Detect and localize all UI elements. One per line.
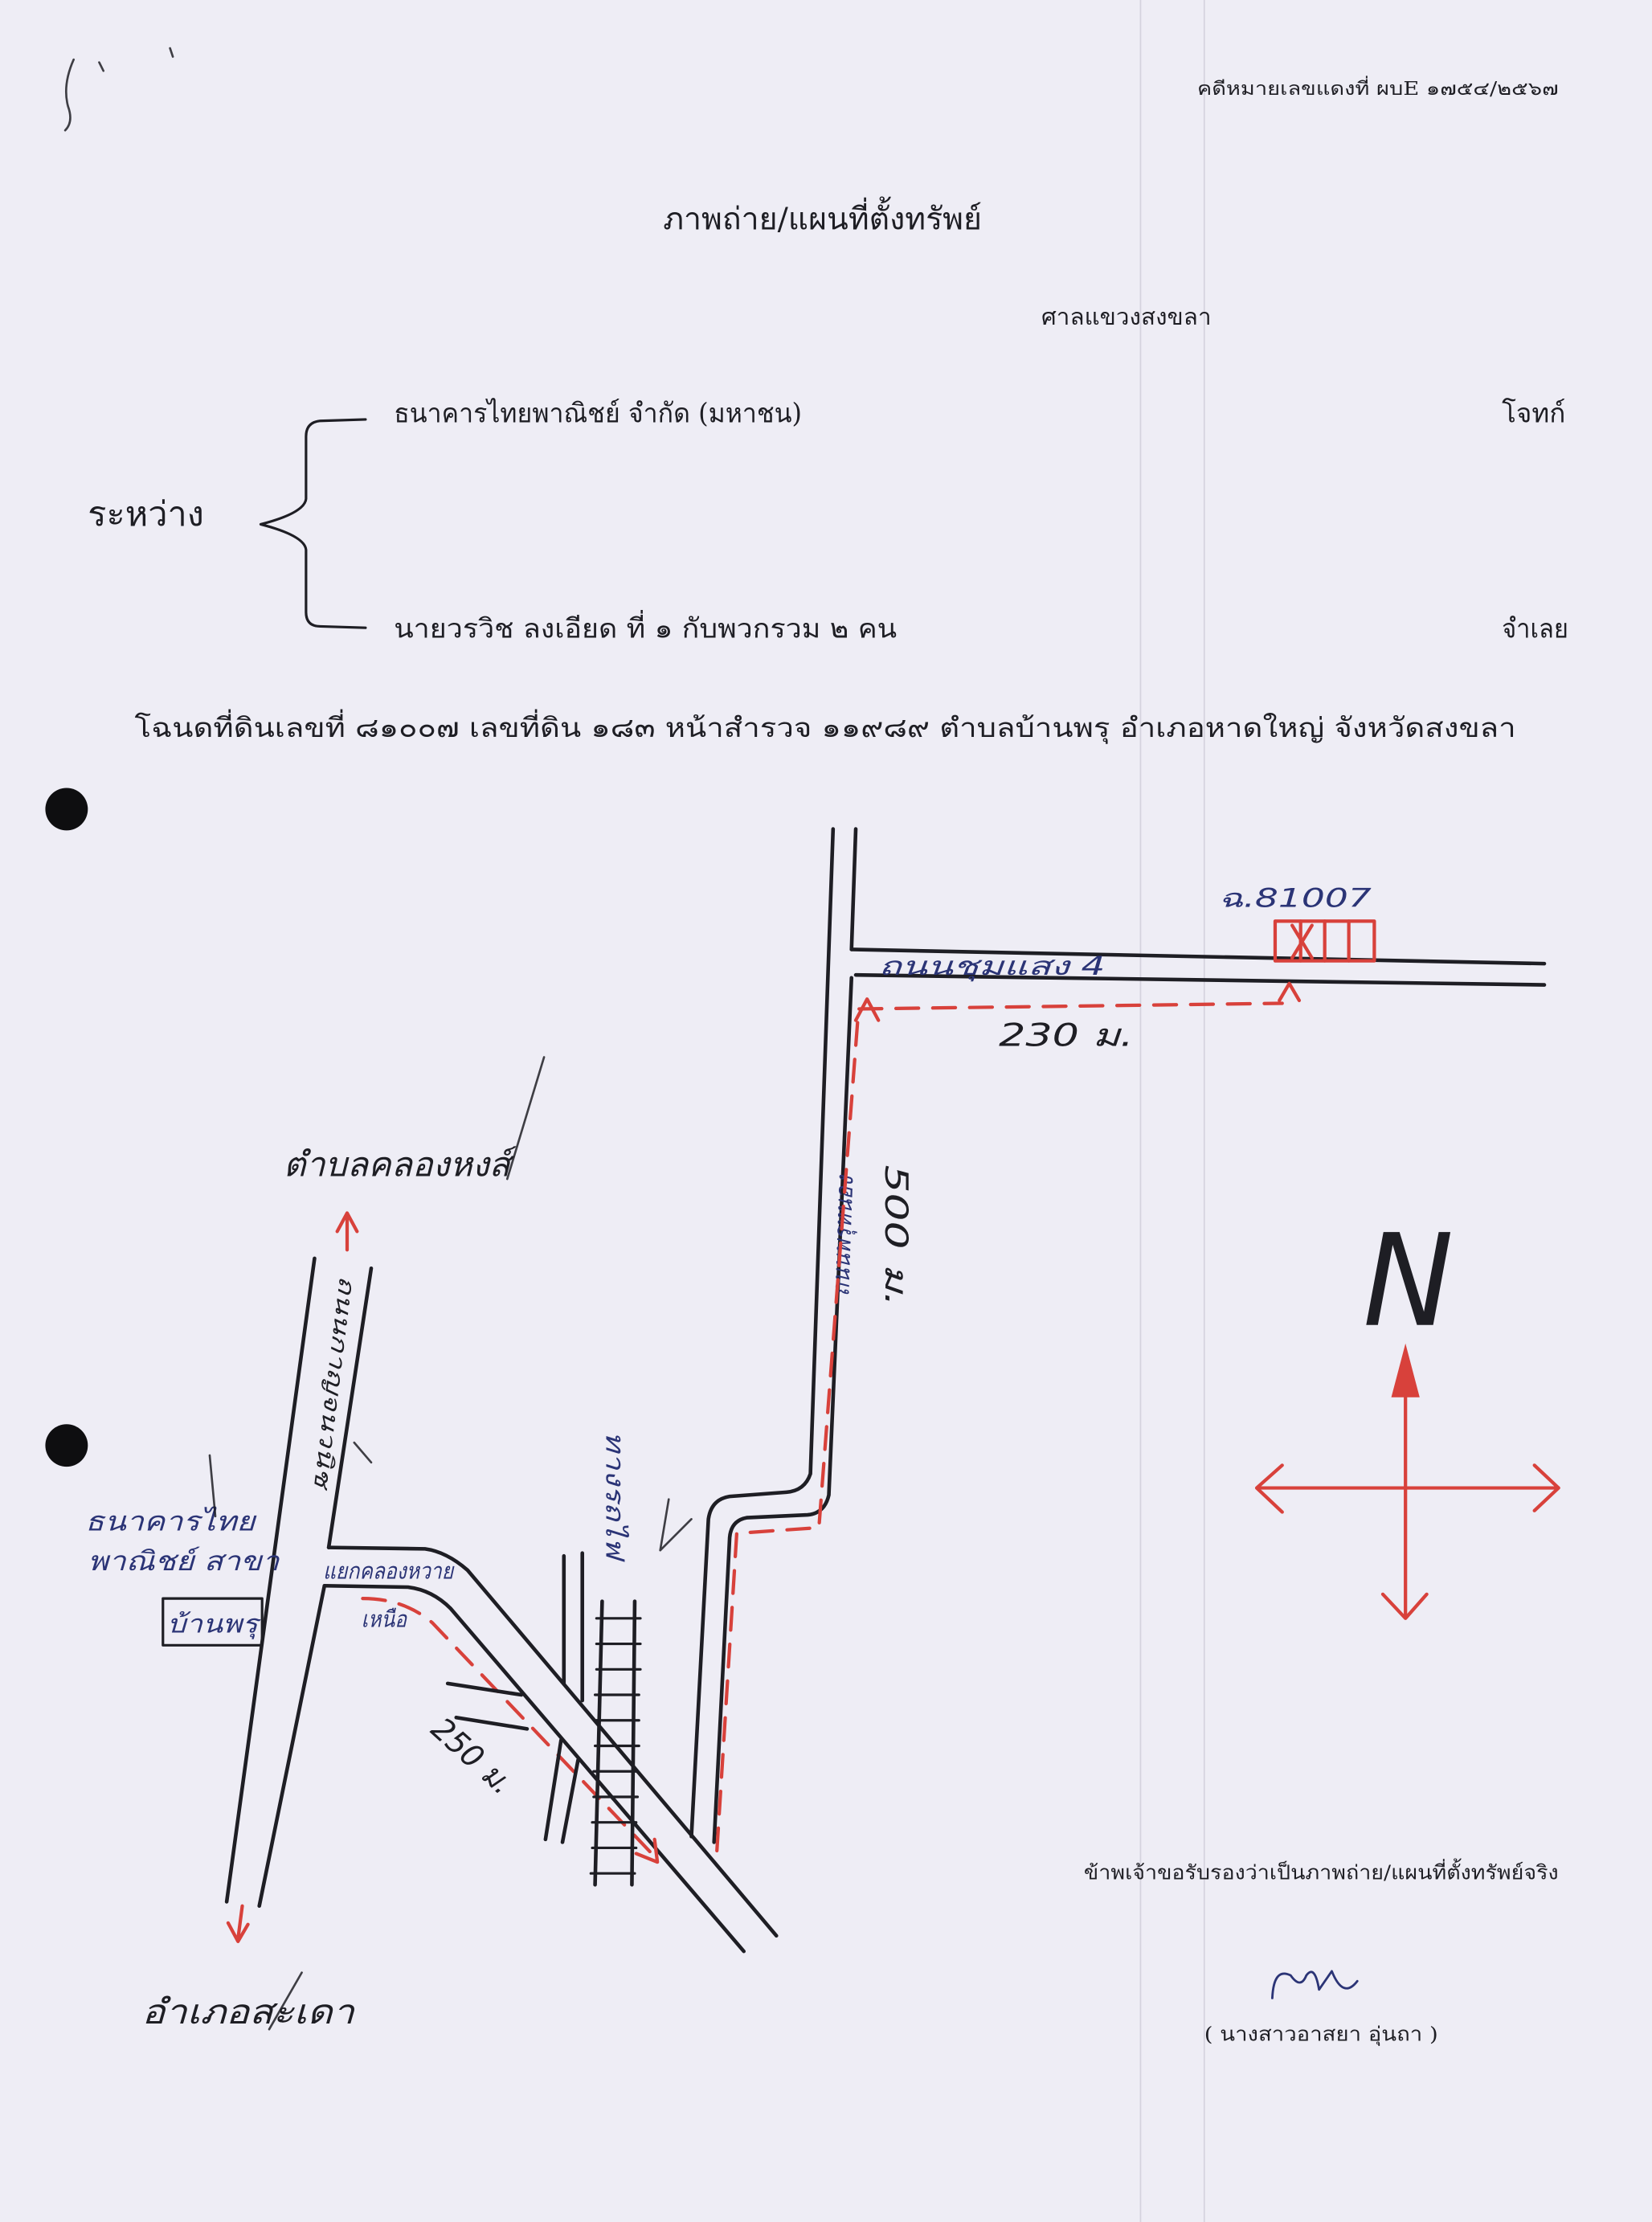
plot-box	[1273, 919, 1376, 963]
side-road-west	[445, 1681, 530, 1731]
railway-track	[589, 1599, 642, 1887]
punch-hole	[45, 788, 88, 831]
north-destination-label: ตำบลคลองหงส์	[284, 1145, 517, 1185]
plaintiff-role: โจทก์	[1502, 397, 1565, 428]
pen-slash	[505, 1056, 546, 1181]
left-road-east-edge	[257, 1266, 374, 1909]
main-road-distance: 500 ม.	[877, 1165, 914, 1307]
parties-brace	[259, 418, 367, 629]
compass-west-arrowhead	[1254, 1463, 1284, 1514]
case-number: คดีหมายเลขแดงที่ ผบE ๑๗๕๔/๒๕๖๗	[1197, 76, 1559, 100]
route-arrow-corner	[853, 997, 881, 1022]
compass-north-label: N	[1363, 1208, 1454, 1356]
bank-building	[162, 1597, 264, 1647]
diagonal-road-north-edge	[326, 1545, 779, 1938]
between-label: ระหว่าง	[88, 494, 204, 534]
bank-label-line-3: บ้านพรุ	[167, 1610, 261, 1639]
diagonal-road-south-edge	[322, 1583, 746, 1954]
plot-label: ฉ.81007	[1218, 885, 1371, 914]
page-title: ภาพถ่าย/แผนที่ตั้งทรัพย์	[663, 197, 982, 238]
route-arrow-diagonal	[634, 1837, 660, 1864]
margin-scribble	[63, 47, 174, 132]
route-arrow-plot	[1278, 981, 1302, 1003]
plot-cross-mark	[1290, 923, 1314, 960]
junction-label-north: เหนือ	[362, 1606, 407, 1632]
south-destination-label: อำเภอสะเดา	[141, 1992, 355, 2032]
compass-rose	[1254, 1343, 1560, 1620]
top-road-label: ถนนชุมแสง 4	[878, 952, 1105, 982]
railway-pointer	[659, 1498, 693, 1552]
punch-hole	[45, 1424, 88, 1467]
south-arrow-left-road	[226, 1904, 250, 1943]
bank-label-line-2: พาณิชย์ สาขา	[88, 1545, 280, 1577]
bank-pointer	[208, 1454, 217, 1518]
defendant-name: นายวรวิช ลงเอียด ที่ ๑ กับพวกรวม ๒ คน	[394, 610, 897, 645]
signature	[1271, 1970, 1359, 1999]
north-arrow-left-road	[335, 1211, 359, 1252]
main-road-west-edge	[689, 827, 836, 1839]
signer-name: ( นางสาวอาสยา อุ่นถา )	[1204, 2022, 1438, 2046]
pen-slash	[268, 1971, 303, 2031]
road-tick-mark	[353, 1441, 373, 1464]
side-road-south	[543, 1738, 580, 1844]
left-road-west-edge	[224, 1256, 317, 1904]
junction-label: แยกคลองหวาย	[323, 1557, 455, 1584]
deed-description: โฉนดที่ดินเลขที่ ๘๑๐๐๗ เลขที่ดิน ๑๘๓ หน้…	[135, 709, 1516, 744]
compass-south-arrowhead	[1380, 1592, 1429, 1620]
main-road-east-edge	[712, 827, 858, 1844]
compass-east-arrowhead	[1532, 1463, 1560, 1512]
railway-label: ทางรถไฟ	[600, 1431, 630, 1562]
top-road-south-edge	[853, 972, 1547, 987]
main-road-label: ถนนพรุหนอง	[827, 1174, 859, 1297]
railway-rail	[630, 1599, 637, 1887]
top-road-north-edge	[849, 947, 1547, 966]
plaintiff-name: ธนาคารไทยพาณิชย์ จำกัด (มหาชน)	[394, 397, 802, 428]
route-diagonal	[361, 1596, 654, 1856]
compass-north-arrowhead	[1391, 1343, 1420, 1397]
defendant-role: จำเลย	[1502, 613, 1568, 645]
railway-rail	[593, 1599, 604, 1887]
top-road-distance: 230 ม.	[999, 1017, 1134, 1054]
court-name: ศาลแขวงสงขลา	[1041, 304, 1212, 330]
side-road-north	[562, 1551, 585, 1703]
certification-statement: ข้าพเจ้าขอรับรองว่าเป็นภาพถ่าย/แผนที่ตั้…	[1084, 1858, 1559, 1884]
bank-label-line-1: ธนาคารไทย	[85, 1505, 257, 1537]
